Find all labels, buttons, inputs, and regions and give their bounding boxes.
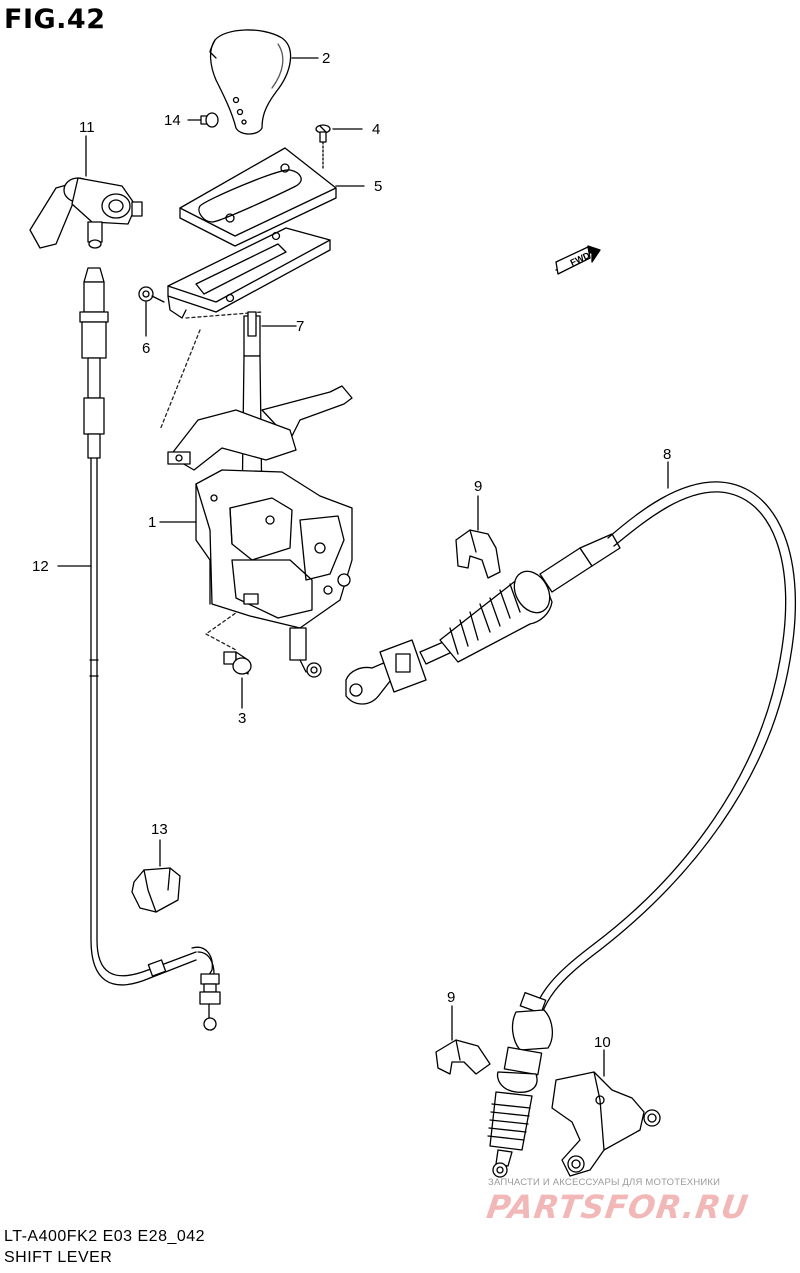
watermark-tagline: ЗАПЧАСТИ И АКСЕССУАРЫ ДЛЯ МОТОТЕХНИКИ xyxy=(488,1177,721,1188)
model-line: LT-A400FK2 E03 E28_042 xyxy=(4,1228,206,1245)
callout-3: 3 xyxy=(238,710,247,727)
part-13-clamp xyxy=(131,839,181,913)
callout-12: 12 xyxy=(32,558,49,575)
callout-7: 7 xyxy=(296,318,305,335)
part-4-screw xyxy=(284,124,363,171)
figure-title: FIG.42 xyxy=(4,4,106,35)
fwd-direction-marker: FWD xyxy=(555,245,601,275)
callout-14: 14 xyxy=(164,112,181,129)
callout-9-lower: 9 xyxy=(447,989,456,1006)
callout-1: 1 xyxy=(148,514,157,531)
section-title: SHIFT LEVER xyxy=(4,1249,113,1266)
part-8-shift-cable xyxy=(345,461,797,1178)
callout-13: 13 xyxy=(151,821,168,838)
part-2-shift-knob xyxy=(209,29,319,135)
callout-9-upper: 9 xyxy=(474,478,483,495)
part-10-bracket xyxy=(551,1049,661,1177)
watermark-brand: PARTSFOR.RU xyxy=(484,1188,752,1226)
callout-8: 8 xyxy=(663,446,672,463)
part-6-bolt xyxy=(138,286,165,337)
callout-6: 6 xyxy=(142,340,151,357)
callout-10: 10 xyxy=(594,1034,611,1051)
part-9-clip-upper xyxy=(455,495,501,579)
part-9-clip-lower xyxy=(435,1005,491,1075)
part-3-bolt xyxy=(223,651,252,709)
callout-2: 2 xyxy=(322,50,331,67)
part-14-screw xyxy=(187,112,219,128)
callout-4: 4 xyxy=(372,121,381,138)
callout-5: 5 xyxy=(374,178,383,195)
part-12-cable xyxy=(57,267,221,1031)
guide-plate xyxy=(167,227,331,319)
part-11-lever-bracket xyxy=(29,135,143,249)
part-5-cover-plate xyxy=(179,147,365,247)
part-1-lever-assembly xyxy=(159,385,353,678)
callout-11: 11 xyxy=(79,119,95,136)
